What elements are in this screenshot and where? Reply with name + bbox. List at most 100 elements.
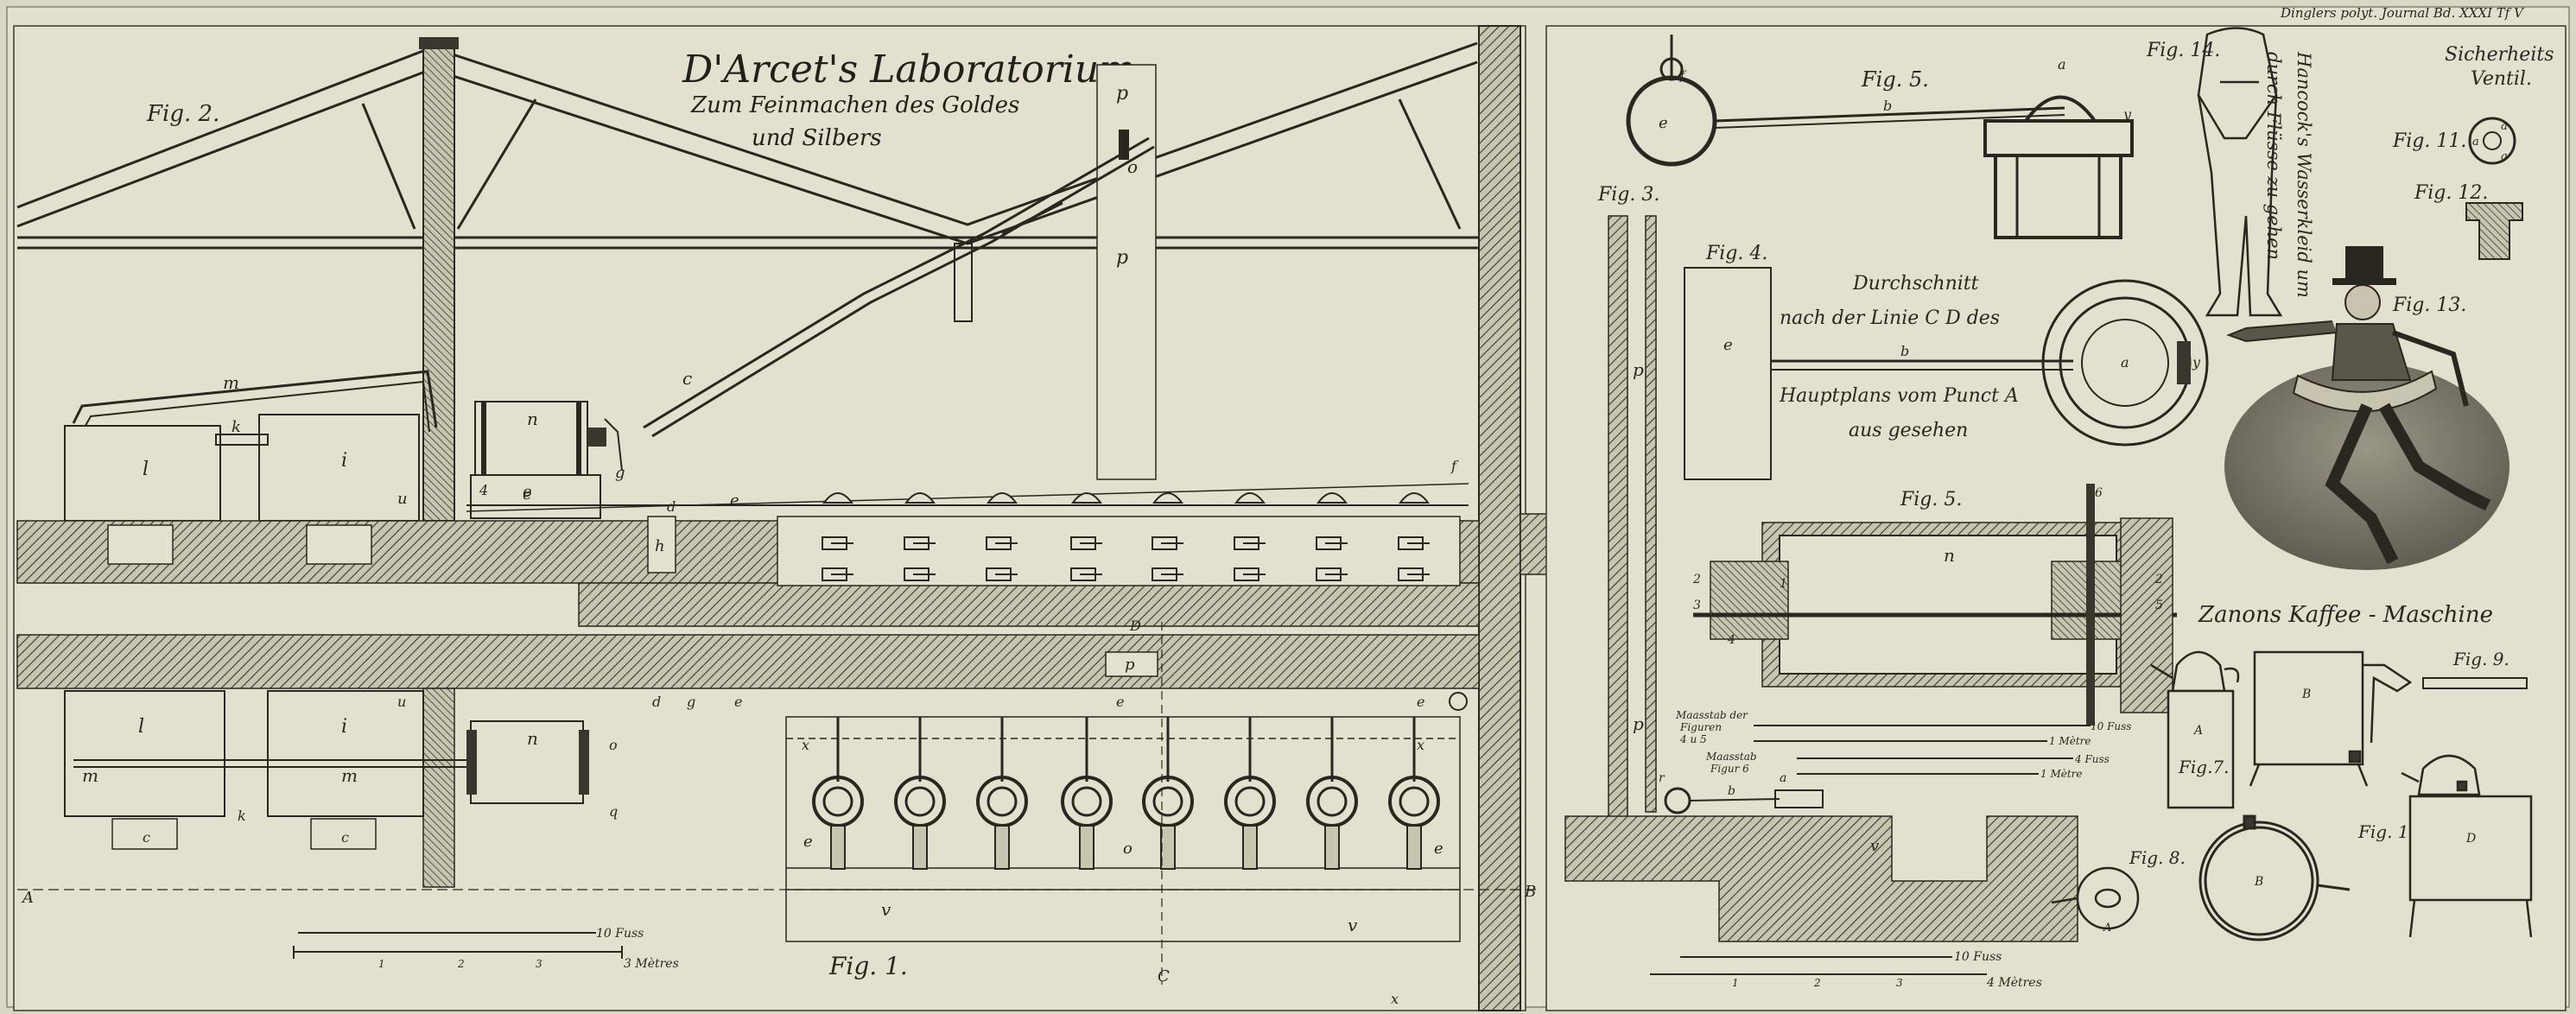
right-wall xyxy=(1478,25,1521,1011)
fig5-label-y: y xyxy=(2122,106,2132,123)
connector-k xyxy=(215,434,269,446)
fig8-pot-plan xyxy=(2051,866,2140,930)
caption-durchschnitt-4: aus gesehen xyxy=(1849,420,1968,441)
pipe-m xyxy=(72,370,438,428)
retort-hall-plan xyxy=(785,716,1461,942)
left-scale-tick-1: 1 xyxy=(378,958,385,970)
fig-2-label: Fig. 2. xyxy=(146,101,219,127)
fig6-num-3a: 3 xyxy=(1693,599,1701,612)
bottom-scale-bar: 10 Fuss 4 Mètres 1 2 3 xyxy=(1650,950,2042,990)
slab-box-h xyxy=(647,516,676,574)
coffee-machine-b-elevation xyxy=(2249,650,2413,787)
retort-unit-elevation xyxy=(1152,492,1183,581)
fig13-swimmer xyxy=(2224,246,2509,570)
plan-label-k: k xyxy=(238,808,246,824)
furnace-chamber-row xyxy=(777,516,1461,586)
fig-9-label: Fig. 9. xyxy=(2452,649,2509,669)
caption-ventil-1: Sicherheits xyxy=(2445,44,2554,66)
fig4-outer-ring xyxy=(2041,279,2209,447)
header-label-e1: e xyxy=(523,485,532,504)
plan-label-d: d xyxy=(652,694,661,710)
scale-caption-1: Maasstab der xyxy=(1675,709,1748,721)
vapour-pipe-c xyxy=(643,136,1150,429)
fig-12-label: Fig. 12. xyxy=(2414,182,2488,204)
retorts-elevation xyxy=(822,492,1430,581)
retort-unit-elevation xyxy=(986,492,1018,581)
caption-durchschnitt-2: nach der Linie C D des xyxy=(1780,307,2000,329)
pipe-m-plan-label2: m xyxy=(341,765,358,786)
roof-truss xyxy=(16,41,1486,250)
fig-5-top-label: Fig. 5. xyxy=(1861,67,1929,92)
fig5-rod-b xyxy=(1714,106,2065,123)
flue-label-p-mid: p xyxy=(1116,247,1128,269)
drum-plan-label-n: n xyxy=(527,728,538,749)
retorts-plan xyxy=(812,717,1440,870)
fig14-water-suit xyxy=(2197,27,2283,317)
fig45-scale-fuss: 10 Fuss xyxy=(2091,720,2131,732)
tank-l-plan-label: l xyxy=(138,716,144,738)
caption-hancock-1: Hancock's Wasserkleid um xyxy=(2294,51,2314,298)
fig-6-label: Fig. 5. xyxy=(1900,489,1962,510)
fig8-label-B: B xyxy=(2254,875,2263,889)
caption-hancock-2: durch Flüsse zu gehen xyxy=(2263,52,2284,260)
plan-label-e: e xyxy=(734,694,742,710)
fig45-scale-bar: 10 Fuss 1 Mètre 4 Fuss 1 Mètre xyxy=(1754,720,2131,780)
fig6-scale-fuss: 4 Fuss xyxy=(2074,753,2110,765)
plan-valve-f xyxy=(1449,692,1468,711)
fig45-scale-metre: 1 Mètre xyxy=(2049,735,2091,747)
fig13-water xyxy=(2224,363,2509,570)
retort-unit-plan xyxy=(1142,717,1194,870)
fig10-machine-elevation xyxy=(2401,754,2533,938)
left-scale-tick-3: 3 xyxy=(536,958,542,970)
plate-title: D'Arcet's Laboratorium xyxy=(682,48,1135,92)
fig10-label-D: D xyxy=(2465,832,2476,846)
bottom-scale-fuss: 10 Fuss xyxy=(1954,950,2002,964)
fig4-label-a: a xyxy=(2121,354,2129,371)
drum-label-n: n xyxy=(527,409,538,429)
drum-plan-label-q: q xyxy=(609,803,618,820)
section-label-D: D xyxy=(1129,618,1141,634)
section-label-A: A xyxy=(21,889,34,907)
central-column xyxy=(422,41,455,522)
fig8-label-A: A xyxy=(2103,922,2111,935)
fig3-label-r: r xyxy=(1659,771,1666,785)
caption-durchschnitt-3: Hauptplans vom Punct A xyxy=(1779,385,2019,407)
furnace-base xyxy=(578,582,1480,627)
fig6-num-2b: 2 xyxy=(2154,573,2163,586)
retort-unit-elevation xyxy=(1398,492,1430,581)
fig4-label-b: b xyxy=(1900,343,1909,359)
plan-label-u: u xyxy=(397,694,406,710)
fig8-machine-plan xyxy=(2198,814,2351,941)
header-label-d: d xyxy=(667,498,676,515)
fig-4-label: Fig. 4. xyxy=(1705,243,1767,264)
caption-zanon: Zanons Kaffee - Maschine xyxy=(2198,602,2493,628)
fig6-num-2a: 2 xyxy=(1692,573,1701,586)
plan-label-e3: e xyxy=(1417,694,1424,710)
drum-n-plan xyxy=(470,720,584,804)
fig4-label-e: e xyxy=(1723,336,1733,354)
retort-unit-elevation xyxy=(904,492,936,581)
tank-i-plan-label: i xyxy=(341,716,347,738)
tank-l-plan xyxy=(64,690,225,817)
tank-i-elevation xyxy=(258,414,420,522)
fig-3-label: Fig. 3. xyxy=(1597,184,1659,206)
fig6-num-5: 5 xyxy=(2155,599,2163,612)
scale-caption-5: Figur 6 xyxy=(1710,763,1749,775)
slab-label-h: h xyxy=(655,537,665,555)
drum-n-elevation: n 4 e g xyxy=(470,401,625,519)
retort-unit-plan xyxy=(976,717,1028,870)
right-panel: Fig. 5. e f b a y Fig. 3. p p v r b a xyxy=(1545,25,2566,1011)
flue-label-p-top: p xyxy=(1116,83,1128,105)
column-plan xyxy=(422,688,455,888)
plan-box-c1 xyxy=(111,818,178,850)
plan-box-c2 xyxy=(310,818,377,850)
plan-box-label-c1: c xyxy=(143,829,150,846)
retort-unit-plan xyxy=(1224,717,1276,870)
slab-box-right xyxy=(306,524,372,565)
fig-11-label: Fig. 11. xyxy=(2392,130,2466,152)
fig6-num-1: 1 xyxy=(1780,577,1787,591)
flue-plan-label-p: p xyxy=(1125,656,1135,674)
fig11-label-a2: a xyxy=(2501,120,2508,133)
retort-unit-plan xyxy=(1061,717,1113,870)
